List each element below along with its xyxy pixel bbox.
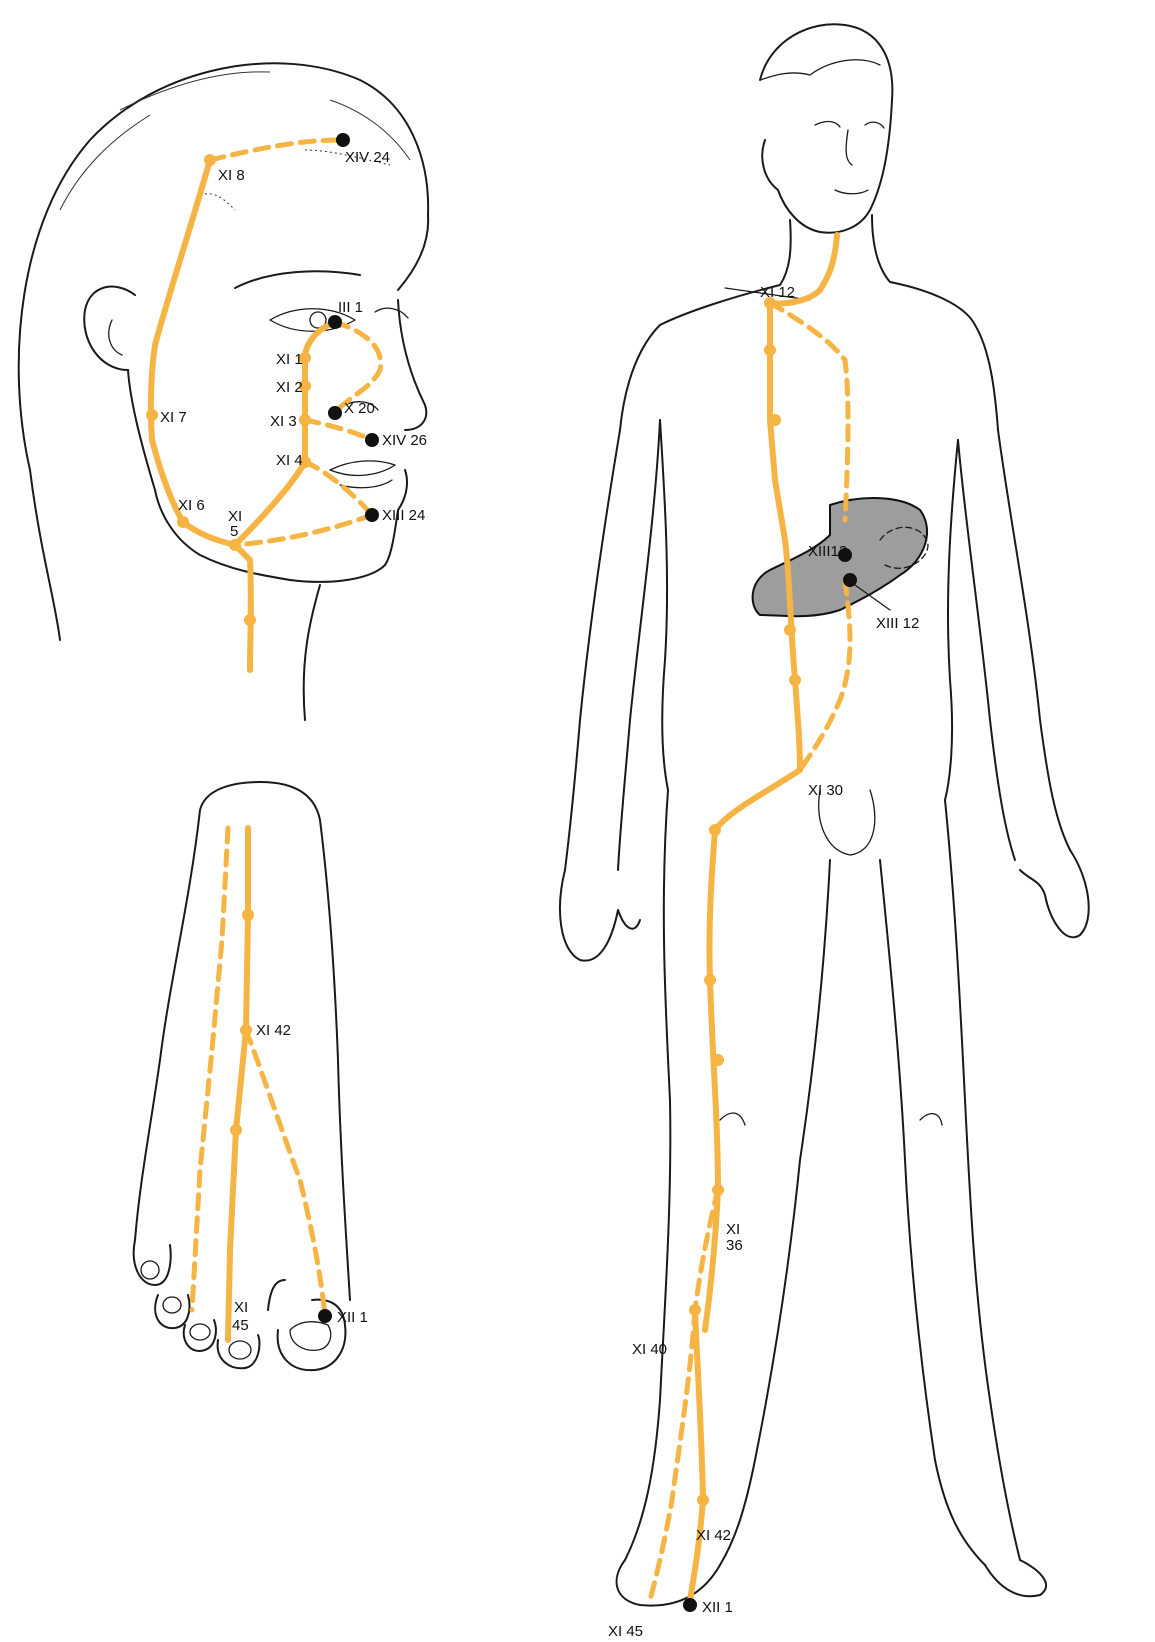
body-figure <box>560 24 1089 1605</box>
label-xi5b: 5 <box>230 523 238 540</box>
label-xi8: XI 8 <box>218 167 245 184</box>
label-xi1: XI 1 <box>276 351 303 368</box>
foot-meridian-path <box>192 828 332 1340</box>
label-xi7: XI 7 <box>160 409 187 426</box>
foot-label-xi42: XI 42 <box>256 1022 291 1039</box>
body-label-xiii13: XIII13 <box>808 543 847 560</box>
body-label-xi36b: 36 <box>726 1237 743 1254</box>
label-xi4: XI 4 <box>276 452 303 469</box>
head-acupoint-markers <box>328 133 379 522</box>
foot-label-xi45b: 45 <box>232 1317 249 1334</box>
label-xiv24: XIV 24 <box>345 149 390 166</box>
foot-label-xii1: XII 1 <box>337 1309 368 1326</box>
body-label-xi40: XI 40 <box>632 1341 667 1358</box>
label-xiv26: XIV 26 <box>382 432 427 449</box>
body-label-xi12: XI 12 <box>760 284 795 301</box>
label-xiii24: XIII 24 <box>382 507 425 524</box>
foot-labels: XI 42 XI 45 XII 1 <box>232 1022 368 1334</box>
label-xi6: XI 6 <box>178 497 205 514</box>
body-label-xi42: XI 42 <box>696 1527 731 1544</box>
label-xi2: XI 2 <box>276 379 303 396</box>
body-label-xiii12: XIII 12 <box>876 615 919 632</box>
foot-label-xi45a: XI <box>234 1299 248 1316</box>
body-label-xii1: XII 1 <box>702 1599 733 1616</box>
label-xi3: XI 3 <box>270 413 297 430</box>
body-label-xi30: XI 30 <box>808 782 843 799</box>
label-x20: X 20 <box>344 400 375 417</box>
body-meridian-path <box>650 235 850 1600</box>
body-label-xi36a: XI <box>726 1221 740 1238</box>
body-label-xi45: XI 45 <box>608 1623 643 1640</box>
label-iii1: III 1 <box>338 299 363 316</box>
